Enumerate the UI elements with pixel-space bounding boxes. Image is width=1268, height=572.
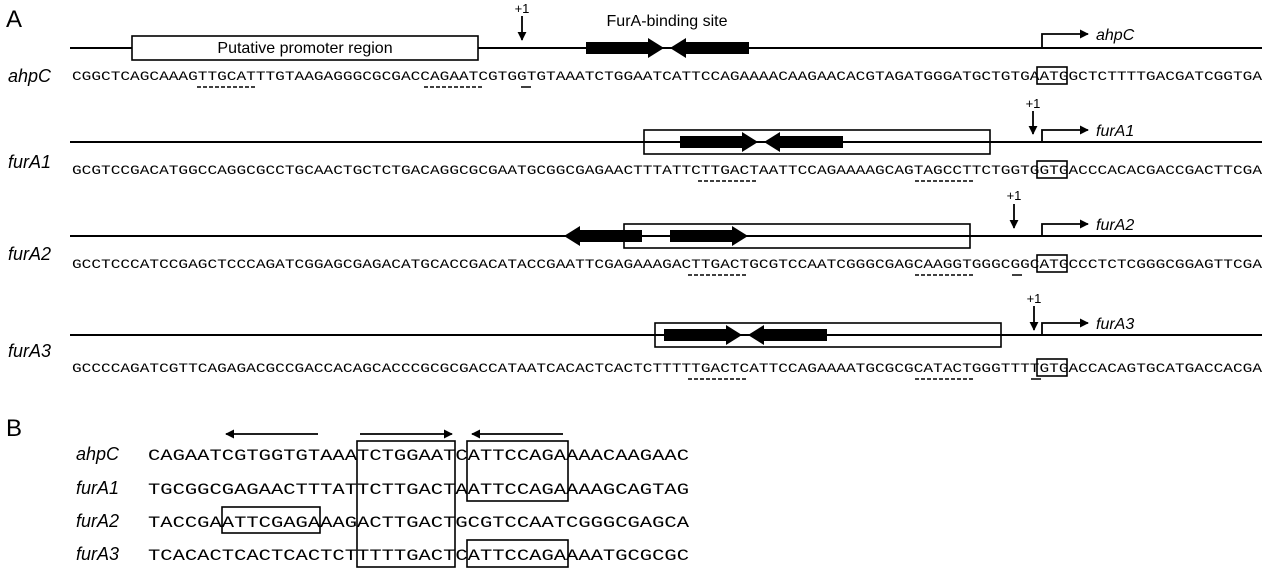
- tss-label: +1: [515, 1, 530, 16]
- promoter-sequence: GCCCCAGATCGTTCAGAGACGCCGACCACAGCACCCGCGC…: [72, 361, 1262, 376]
- gene-label: furA2: [76, 511, 119, 531]
- gene-arrow-label: furA3: [1096, 316, 1134, 333]
- gene-label: ahpC: [76, 444, 120, 464]
- row-furA3: +1 furA3 furA3 GCCCCAGATCGTTCAGAGACGCCGA…: [8, 291, 1262, 380]
- gene-label: furA2: [8, 244, 51, 264]
- gene-label: furA1: [8, 152, 51, 172]
- tss-label: +1: [1027, 291, 1042, 306]
- tss-label: +1: [1026, 96, 1041, 111]
- palindrome-right-arrow: [670, 226, 748, 246]
- aligned-sequence: TCACACTCACTCACTCTTTTTGACTCATTCCAGAAAATGC…: [148, 547, 689, 565]
- gene-start-arrow: [1041, 29, 1089, 48]
- palindrome-right-arrow: [680, 132, 758, 152]
- conserved-motif-box: [356, 440, 456, 568]
- palindrome-left-arrow: [748, 325, 827, 345]
- gene-arrow-label: furA2: [1096, 217, 1134, 234]
- aligned-sequence: CAGAATCGTGGTGTAAATCTGGAATCATTCCAGAAAACAA…: [148, 447, 689, 465]
- promoter-sequence: GCCTCCCATCCGAGCTCCCAGATCGGAGCGAGACATGCAC…: [72, 257, 1262, 272]
- conserved-motif-box: [466, 539, 569, 568]
- row-furA1: +1 furA1 furA1 GCGTCCGACATGGCCAGGCGCCTGC…: [8, 96, 1262, 182]
- start-codon-box: [1036, 66, 1068, 85]
- gene-start-arrow: [1041, 318, 1089, 335]
- gene-label: furA3: [76, 544, 119, 564]
- aligned-sequence: TACCGAATTCGAGAAAGACTTGACTGCGTCCAATCGGGCG…: [148, 514, 690, 532]
- promoter-region-box: [131, 35, 479, 61]
- row-ahpC: Putative promoter region FurA-binding si…: [8, 1, 1262, 88]
- binding-site-label: FurA-binding site: [607, 13, 728, 30]
- promoter-region-box: [654, 322, 1002, 348]
- panel-a-label: A: [6, 6, 22, 33]
- gene-label: furA3: [8, 341, 51, 361]
- promoter-sequence: GCGTCCGACATGGCCAGGCGCCTGCAACTGCTCTGACAGG…: [72, 163, 1262, 178]
- promoter-region-box: [643, 129, 991, 155]
- gene-start-arrow: [1041, 125, 1089, 142]
- gene-arrow-label: ahpC: [1096, 27, 1135, 44]
- panel-b-label: B: [6, 415, 22, 442]
- conserved-motif-box: [221, 506, 321, 534]
- gene-arrow-label: furA1: [1096, 123, 1134, 140]
- promoter-region-label: Putative promoter region: [217, 40, 392, 57]
- start-codon-box: [1036, 160, 1068, 179]
- palindrome-left-arrow: [764, 132, 843, 152]
- palindrome-right-arrow: [664, 325, 742, 345]
- conserved-motif-box: [466, 440, 569, 502]
- palindrome-left-arrow: [670, 38, 749, 58]
- gene-label: furA1: [76, 478, 119, 498]
- palindrome-left-arrow: [564, 226, 642, 246]
- tss-label: +1: [1007, 188, 1022, 203]
- promoter-sequence: CGGCTCAGCAAAGTTGCATTTGTAAGAGGGCGCGACCAGA…: [72, 69, 1262, 84]
- palindrome-right-arrow: [586, 38, 664, 58]
- aligned-sequence: TGCGGCGAGAACTTTATTCTTGACTAATTCCAGAAAAGCA…: [148, 481, 689, 499]
- start-codon-box: [1036, 358, 1068, 377]
- row-furA2: +1 furA2 furA2 GCCTCCCATCCGAGCTCCCAGATCG…: [8, 188, 1262, 276]
- gene-label: ahpC: [8, 66, 52, 86]
- start-codon-box: [1036, 254, 1068, 273]
- gene-start-arrow: [1041, 219, 1089, 236]
